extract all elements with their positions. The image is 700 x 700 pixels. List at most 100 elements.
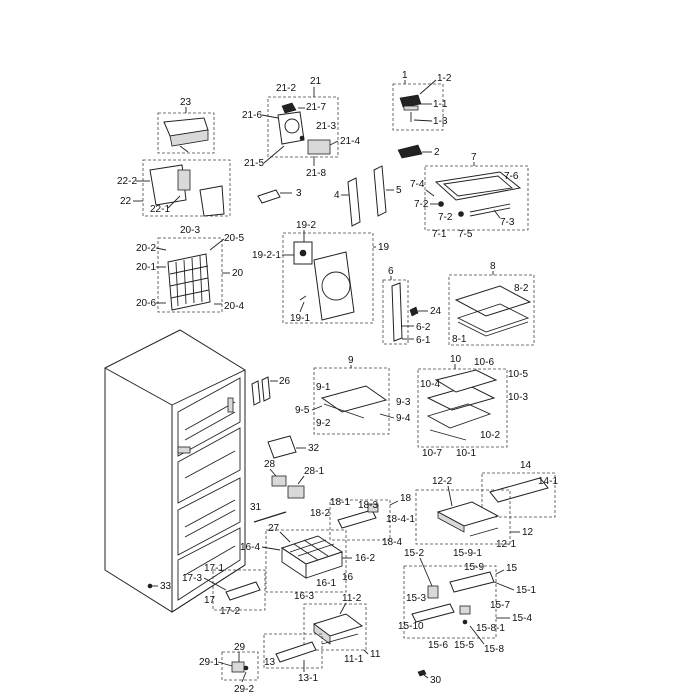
label-10-6: 10-6 bbox=[474, 357, 494, 368]
label-15-1: 15-1 bbox=[516, 585, 536, 596]
label-15: 15 bbox=[506, 563, 518, 574]
label-9-2: 9-2 bbox=[316, 418, 331, 429]
label-2: 2 bbox=[434, 147, 440, 158]
part-13-rail: 13 13-1 bbox=[263, 633, 323, 684]
label-1-2: 1-2 bbox=[437, 73, 452, 84]
part-19-fan-assembly: 19-2 19-2-1 19 19-1 bbox=[252, 220, 390, 324]
label-28-1: 28-1 bbox=[304, 466, 324, 477]
label-9-5: 9-5 bbox=[295, 405, 310, 416]
label-27: 27 bbox=[268, 523, 280, 534]
label-9: 9 bbox=[348, 355, 354, 366]
label-18-1: 18-1 bbox=[330, 497, 350, 508]
label-15-7: 15-7 bbox=[490, 600, 510, 611]
part-11-drawer: 11-2 11 11-1 bbox=[303, 593, 381, 665]
part-32: 32 bbox=[267, 435, 320, 459]
label-10-3: 10-3 bbox=[508, 392, 528, 403]
label-7-4: 7-4 bbox=[410, 179, 425, 190]
label-30: 30 bbox=[430, 675, 442, 686]
label-16-4: 16-4 bbox=[240, 542, 260, 553]
label-3: 3 bbox=[296, 188, 302, 199]
label-9-3: 9-3 bbox=[396, 397, 411, 408]
label-15-6: 15-6 bbox=[428, 640, 448, 651]
label-8-2: 8-2 bbox=[514, 283, 529, 294]
label-10-7: 10-7 bbox=[422, 448, 442, 459]
label-10-1: 10-1 bbox=[456, 448, 476, 459]
label-9-1: 9-1 bbox=[316, 382, 331, 393]
label-8-1: 8-1 bbox=[452, 334, 467, 345]
part-33: 33 bbox=[147, 581, 172, 592]
label-12: 12 bbox=[522, 527, 534, 538]
label-31: 31 bbox=[250, 502, 262, 513]
label-14-1: 14-1 bbox=[538, 476, 558, 487]
label-20-3: 20-3 bbox=[180, 225, 200, 236]
label-12-2: 12-2 bbox=[432, 476, 452, 487]
label-29: 29 bbox=[234, 642, 246, 653]
part-6-rail: 6 6-2 6-1 24 bbox=[382, 266, 442, 346]
label-22-2: 22-2 bbox=[117, 176, 137, 187]
label-16-1: 16-1 bbox=[316, 578, 336, 589]
label-21-6: 21-6 bbox=[242, 110, 262, 121]
part-16-basket: 27 16-4 16-2 16 16-1 16-3 bbox=[240, 523, 375, 602]
part-10-shelf-set: 10 10-6 10-5 10-4 10-3 10-2 10-7 10-1 bbox=[417, 354, 528, 459]
label-22: 22 bbox=[120, 196, 132, 207]
part-9-shelf: 9 9-1 9-5 9-3 9-4 9-2 bbox=[295, 355, 411, 435]
label-19-2: 19-2 bbox=[296, 220, 316, 231]
label-7-2a: 7-2 bbox=[414, 199, 429, 210]
label-15-4: 15-4 bbox=[512, 613, 532, 624]
part-29: 29 29-1 29-2 bbox=[199, 642, 259, 695]
part-14: 14 14-1 bbox=[481, 460, 558, 518]
label-21-7: 21-7 bbox=[306, 102, 326, 113]
label-21-8: 21-8 bbox=[306, 168, 326, 179]
label-16-2: 16-2 bbox=[355, 553, 375, 564]
label-21-3: 21-3 bbox=[316, 121, 336, 132]
label-7-2b: 7-2 bbox=[438, 212, 453, 223]
label-29-1: 29-1 bbox=[199, 657, 219, 668]
label-4: 4 bbox=[334, 190, 340, 201]
label-15-3: 15-3 bbox=[406, 593, 426, 604]
label-15-10: 15-10 bbox=[398, 621, 424, 632]
part-22-ice-bucket: 22-2 22 22-1 bbox=[117, 159, 231, 217]
label-8: 8 bbox=[490, 261, 496, 272]
label-10: 10 bbox=[450, 354, 462, 365]
label-17: 17 bbox=[204, 595, 216, 606]
label-21-2: 21-2 bbox=[276, 83, 296, 94]
label-10-2: 10-2 bbox=[480, 430, 500, 441]
part-1-control-panel: 1 1-2 1-1 1-3 2 bbox=[392, 70, 452, 159]
label-19-1: 19-1 bbox=[290, 313, 310, 324]
label-7-3: 7-3 bbox=[500, 217, 515, 228]
part-31: 31 bbox=[250, 502, 287, 523]
label-15-9-1: 15-9-1 bbox=[453, 548, 482, 559]
label-6-1: 6-1 bbox=[416, 335, 431, 346]
label-7-5: 7-5 bbox=[458, 229, 473, 240]
label-29-2: 29-2 bbox=[234, 684, 254, 695]
label-21-5: 21-5 bbox=[244, 158, 264, 169]
label-15-2: 15-2 bbox=[404, 548, 424, 559]
part-7-shelf: 7 7-6 7-4 7-2 7-2 7-1 7-5 7-3 bbox=[410, 152, 529, 240]
part-20-evaporator: 20-3 20-5 20-2 20-1 20 20-6 20-4 bbox=[136, 225, 244, 313]
label-17-3: 17-3 bbox=[182, 573, 202, 584]
label-22-1: 22-1 bbox=[150, 204, 170, 215]
label-13-1: 13-1 bbox=[298, 673, 318, 684]
label-28: 28 bbox=[264, 459, 276, 470]
label-7-1: 7-1 bbox=[432, 229, 447, 240]
label-14: 14 bbox=[520, 460, 532, 471]
part-15-rail: 15-9-1 15-2 15-9 15 15-1 15-3 15-7 15-4 … bbox=[398, 548, 536, 655]
label-12-1: 12-1 bbox=[496, 539, 516, 550]
label-26: 26 bbox=[279, 376, 291, 387]
label-20-6: 20-6 bbox=[136, 298, 156, 309]
label-18-3: 18-3 bbox=[358, 500, 378, 511]
label-7: 7 bbox=[471, 152, 477, 163]
part-12-drawer: 12-2 12 12-1 bbox=[415, 476, 534, 550]
label-6-2: 6-2 bbox=[416, 322, 431, 333]
label-18-2: 18-2 bbox=[310, 508, 330, 519]
part-30: 30 bbox=[417, 669, 442, 686]
label-24: 24 bbox=[430, 306, 442, 317]
label-10-4: 10-4 bbox=[420, 379, 440, 390]
part-3-4-5: 3 4 5 bbox=[257, 165, 402, 227]
label-19-2-1: 19-2-1 bbox=[252, 250, 281, 261]
label-17-1: 17-1 bbox=[204, 563, 224, 574]
label-18-4: 18-4 bbox=[382, 537, 402, 548]
part-23-ice-maker: 23 bbox=[157, 97, 215, 154]
label-15-8-1: 15-8-1 bbox=[476, 623, 505, 634]
label-20-5: 20-5 bbox=[224, 233, 244, 244]
